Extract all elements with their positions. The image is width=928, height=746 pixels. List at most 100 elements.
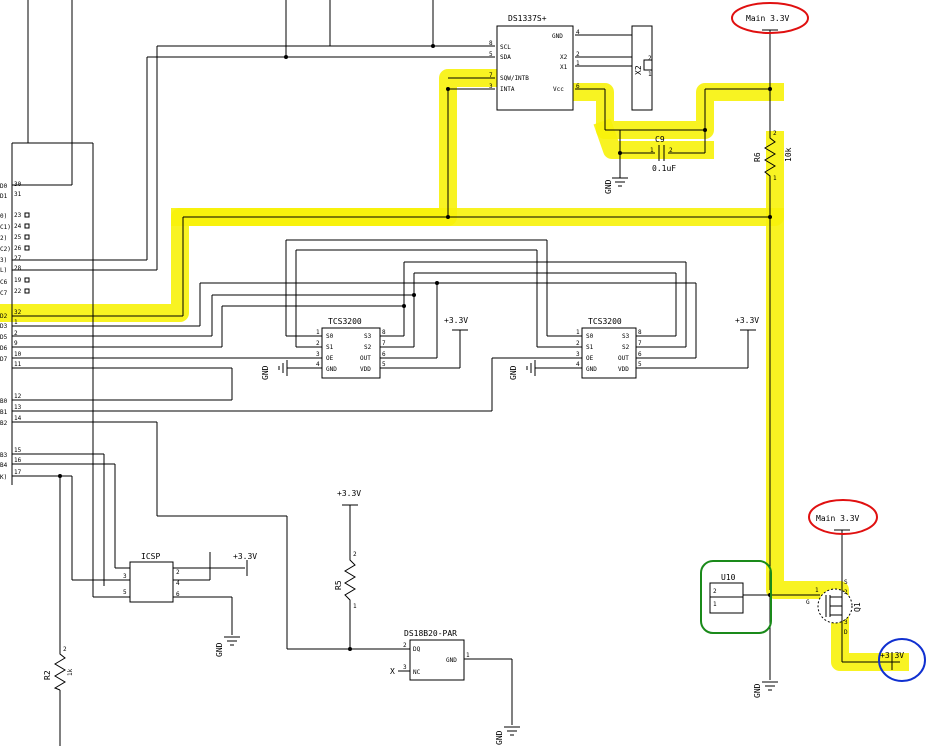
svg-text:GND: GND (604, 179, 613, 194)
svg-text:7: 7 (382, 340, 386, 347)
svg-text:2: 2 (773, 130, 777, 137)
gnd-symbol-sensor-left: GND (261, 360, 288, 380)
p33-icsp: +3.3V (233, 552, 257, 576)
svg-text:+3.3V: +3.3V (233, 552, 257, 561)
svg-text:2: 2 (176, 569, 180, 576)
mosfet-q1: G S D Q1 1 2 3 (806, 579, 862, 636)
svg-text:1: 1 (773, 175, 777, 182)
svg-text:8: 8 (489, 40, 493, 47)
svg-text:10k: 10k (784, 147, 793, 162)
svg-text:11: 11 (14, 361, 22, 368)
svg-text:NC: NC (413, 669, 421, 676)
svg-text:D6: D6 (0, 345, 8, 352)
svg-text:D1: D1 (0, 193, 8, 200)
svg-text:S2: S2 (622, 344, 630, 351)
svg-text:D0: D0 (0, 183, 8, 190)
svg-text:+3.3V: +3.3V (735, 316, 759, 325)
svg-text:ICSP: ICSP (141, 552, 160, 561)
resistor-r5: R5 2 1 (334, 545, 357, 610)
svg-text:R5: R5 (334, 580, 343, 590)
svg-text:1: 1 (316, 329, 320, 336)
gnd-symbol-ds18b20: GND (495, 726, 520, 745)
gnd-symbol-u10: GND (753, 681, 778, 698)
svg-text:2: 2 (844, 589, 848, 596)
svg-text:X: X (390, 667, 395, 676)
svg-text:4: 4 (316, 361, 320, 368)
svg-text:K): K) (0, 474, 7, 481)
svg-text:GND: GND (552, 33, 563, 40)
svg-text:15: 15 (14, 447, 22, 454)
svg-text:4: 4 (176, 580, 180, 587)
svg-text:5: 5 (638, 361, 642, 368)
u10-connector: U10 2 1 (700, 560, 772, 634)
svg-text:3: 3 (489, 83, 493, 90)
gnd-symbol-icsp: GND (215, 636, 240, 657)
svg-text:VDD: VDD (360, 366, 371, 373)
svg-text:1k: 1k (67, 668, 74, 676)
svg-text:28: 28 (14, 265, 22, 272)
svg-text:5: 5 (123, 589, 127, 596)
junction-dots (58, 44, 772, 651)
wiring (12, 0, 900, 746)
svg-text:S: S (844, 579, 848, 586)
svg-text:1: 1 (576, 329, 580, 336)
svg-text:D7: D7 (0, 356, 8, 363)
svg-text:24: 24 (14, 223, 22, 230)
svg-text:3: 3 (844, 619, 848, 626)
svg-text:TCS3200: TCS3200 (588, 317, 622, 326)
svg-text:R6: R6 (753, 152, 762, 162)
svg-text:SDA: SDA (500, 54, 511, 61)
svg-text:8: 8 (382, 329, 386, 336)
svg-text:2: 2 (63, 646, 67, 653)
svg-text:GND: GND (215, 642, 224, 657)
svg-text:DS1337S+: DS1337S+ (508, 14, 547, 23)
svg-text:SCL: SCL (500, 44, 511, 51)
color-sensor-left: TCS3200 S0 S1 OE GND S3 S2 OUT VDD 1 2 3… (316, 317, 386, 379)
svg-text:3): 3) (0, 257, 7, 264)
svg-text:GND: GND (446, 657, 457, 664)
main-33v-mid: Main 3.3V (808, 499, 878, 535)
svg-text:1: 1 (576, 60, 580, 67)
svg-text:9: 9 (14, 340, 18, 347)
svg-text:2): 2) (0, 235, 7, 242)
p33-r5: +3.3V (337, 489, 361, 506)
svg-text:5: 5 (382, 361, 386, 368)
svg-text:1: 1 (650, 147, 654, 154)
svg-text:2: 2 (576, 51, 580, 58)
svg-text:12: 12 (14, 393, 22, 400)
svg-text:B1: B1 (0, 409, 8, 416)
svg-text:3: 3 (123, 573, 127, 580)
svg-text:30: 30 (14, 181, 22, 188)
svg-text:6: 6 (638, 351, 642, 358)
gnd-symbol-sensor-right: GND (509, 360, 536, 380)
svg-text:1: 1 (14, 319, 18, 326)
svg-text:25: 25 (14, 234, 22, 241)
svg-text:5: 5 (489, 51, 493, 58)
svg-text:B2: B2 (0, 420, 8, 427)
resistor-r6: R6 10k 2 1 (753, 130, 793, 190)
svg-text:DS18B20-PAR: DS18B20-PAR (404, 629, 457, 638)
svg-text:DQ: DQ (413, 646, 421, 653)
svg-text:2: 2 (576, 340, 580, 347)
svg-text:OE: OE (326, 355, 334, 362)
svg-text:16: 16 (14, 457, 22, 464)
svg-text:2: 2 (648, 55, 652, 62)
svg-text:4: 4 (576, 361, 580, 368)
svg-text:C1): C1) (0, 224, 11, 231)
svg-text:19: 19 (14, 277, 22, 284)
svg-text:32: 32 (14, 309, 22, 316)
svg-text:1: 1 (713, 601, 717, 608)
svg-text:10: 10 (14, 351, 22, 358)
p33-sensor-right: +3.3V (735, 316, 759, 331)
svg-text:L): L) (0, 267, 7, 274)
svg-text:S0: S0 (586, 333, 594, 340)
svg-text:S3: S3 (364, 333, 372, 340)
mcu-edge: D0 D1 30 31 0) C1) 2) C2) 3) L) C6 C7 23… (0, 143, 30, 485)
svg-text:S2: S2 (364, 344, 372, 351)
svg-text:D: D (844, 629, 848, 636)
svg-text:C9: C9 (655, 135, 665, 144)
svg-text:2: 2 (316, 340, 320, 347)
svg-text:B4: B4 (0, 462, 8, 469)
svg-text:GND: GND (261, 365, 270, 380)
